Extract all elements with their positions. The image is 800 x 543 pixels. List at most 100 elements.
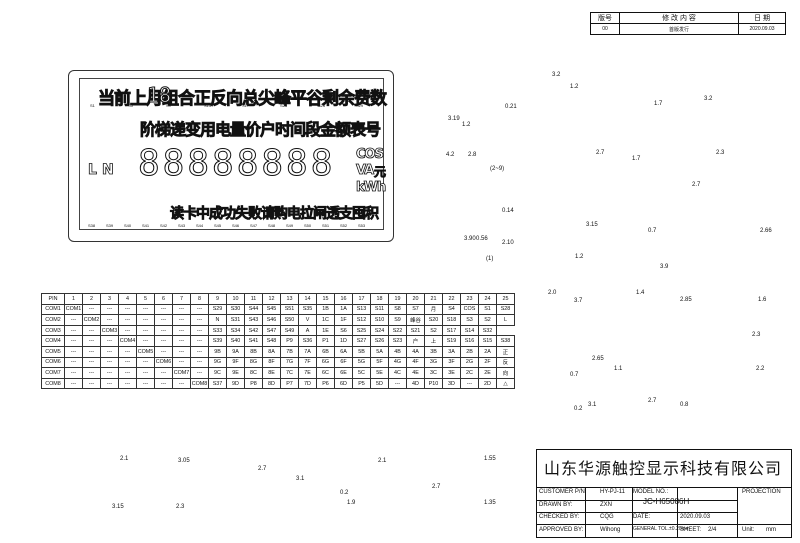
pin-cell: ---: [172, 335, 191, 347]
pin-header-cell: 14: [298, 293, 317, 305]
lcd-yuan-label: 元: [374, 165, 387, 180]
pin-header-cell: 21: [424, 293, 443, 305]
dimension-label: 1.6: [758, 297, 767, 303]
segment-label: S13: [204, 103, 212, 108]
grid-icon: [102, 117, 116, 129]
pin-cell: ---: [136, 377, 155, 390]
pin-cell: ---: [64, 367, 83, 379]
signal-icon: [87, 88, 98, 98]
dimension-label: 2.65: [592, 356, 604, 362]
phone-icon: [118, 119, 125, 135]
pin-cell: 6D: [334, 377, 353, 390]
pin-cell: ---: [82, 377, 101, 390]
pin-cell: S4: [442, 303, 461, 316]
lcd-pin: [263, 61, 270, 71]
pin-cell: 3D: [442, 377, 461, 390]
pin-header-cell: 20: [406, 293, 425, 305]
lcd-pin: [190, 239, 197, 249]
pin-cell: S36: [298, 335, 317, 347]
pin-header-cell: 24: [478, 293, 497, 305]
pin-cell: ---: [64, 356, 83, 369]
dimension-label: 1.2: [570, 84, 579, 90]
segment-label: S29: [356, 103, 364, 108]
lcd-pin: [345, 239, 352, 249]
dimension-label: 0.2: [340, 490, 349, 496]
pin-cell: ---: [118, 324, 137, 337]
dimension-label: 3.2: [552, 72, 561, 78]
lcd-l-label: L: [88, 162, 98, 179]
title-block: [536, 449, 792, 538]
lcd-pin: [337, 239, 344, 249]
pin-cell: S21: [406, 324, 425, 337]
dimension-label: 2.2: [756, 366, 765, 372]
pin-cell: S33: [208, 324, 227, 337]
pin-cell: ---: [64, 345, 83, 358]
lcd-pin: [354, 61, 361, 71]
pin-cell: S48: [262, 335, 281, 347]
lcd-pin: [214, 61, 221, 71]
pin-cell: ---: [190, 314, 209, 326]
lcd-pin: [239, 61, 246, 71]
pin-cell: 8G: [244, 356, 263, 369]
pin-cell: COM2: [41, 314, 65, 326]
dimension-label: 3.9: [660, 264, 669, 270]
approved-label: APPROVED BY:: [539, 527, 584, 533]
lcd-pin: [247, 61, 254, 71]
pin-cell: ---: [100, 356, 119, 369]
pin-cell: COM3: [100, 324, 119, 337]
pin-cell: ---: [100, 303, 119, 316]
pin-cell: S23: [388, 335, 407, 347]
lock-icon: [129, 121, 140, 130]
segment-label: S38: [88, 223, 96, 228]
pin-cell: COM2: [82, 314, 101, 326]
pin-cell: 5E: [370, 367, 389, 379]
checked-value: CQG: [600, 514, 614, 520]
lcd-pin: [190, 61, 197, 71]
sheet-label: SHEET:: [680, 527, 702, 533]
lcd-pin: [272, 61, 279, 71]
dimension-label: 1.9: [347, 500, 356, 506]
sheet-value: 2/4: [708, 527, 717, 533]
pin-cell: S35: [298, 303, 317, 316]
arrow-icon: [89, 212, 107, 222]
approved-value: Wihong: [600, 527, 621, 533]
dimension-label: 2.66: [760, 228, 772, 234]
pin-cell: S47: [262, 324, 281, 337]
segment-label: S9: [166, 103, 171, 108]
drawn-value: ZXN: [600, 502, 612, 508]
pin-cell: 4F: [406, 356, 425, 369]
pin-header-cell: PIN: [41, 293, 65, 305]
pin-cell: COM7: [172, 367, 191, 379]
pin-cell: S37: [208, 377, 227, 390]
pin-cell: ---: [190, 335, 209, 347]
pin-cell: S14: [460, 324, 479, 337]
pin-cell: 5D: [370, 377, 389, 390]
dimension-label: 3.2: [704, 96, 713, 102]
dimension-label: 0.7: [648, 228, 657, 234]
pin-cell: ---: [136, 335, 155, 347]
pin-cell: P8: [244, 377, 263, 390]
pin-header-cell: 4: [118, 293, 137, 305]
pin-cell: ---: [118, 367, 137, 379]
pin-header-cell: 1: [64, 293, 83, 305]
pin-cell: 8A: [262, 345, 281, 358]
pin-cell: 8E: [262, 367, 281, 379]
model-label: MODEL NO.:: [633, 489, 669, 495]
pin-cell: S25: [352, 324, 371, 337]
pin-cell: S10: [370, 314, 389, 326]
pin-cell: ---: [136, 367, 155, 379]
lcd-pin: [206, 61, 213, 71]
pin-cell: COM6: [41, 356, 65, 369]
pin-cell: 3B: [424, 345, 443, 358]
pin-cell: S12: [352, 314, 371, 326]
pin-cell: 9A: [226, 345, 245, 358]
pin-cell: N: [208, 314, 227, 326]
pin-cell: S2: [424, 324, 443, 337]
lcd-pin: [222, 61, 229, 71]
pin-header-cell: 22: [442, 293, 461, 305]
pin-cell: S15: [478, 335, 497, 347]
pin-cell: 6B: [316, 345, 335, 358]
dimension-label: 0.14: [502, 208, 514, 214]
pin-cell: 6F: [334, 356, 353, 369]
